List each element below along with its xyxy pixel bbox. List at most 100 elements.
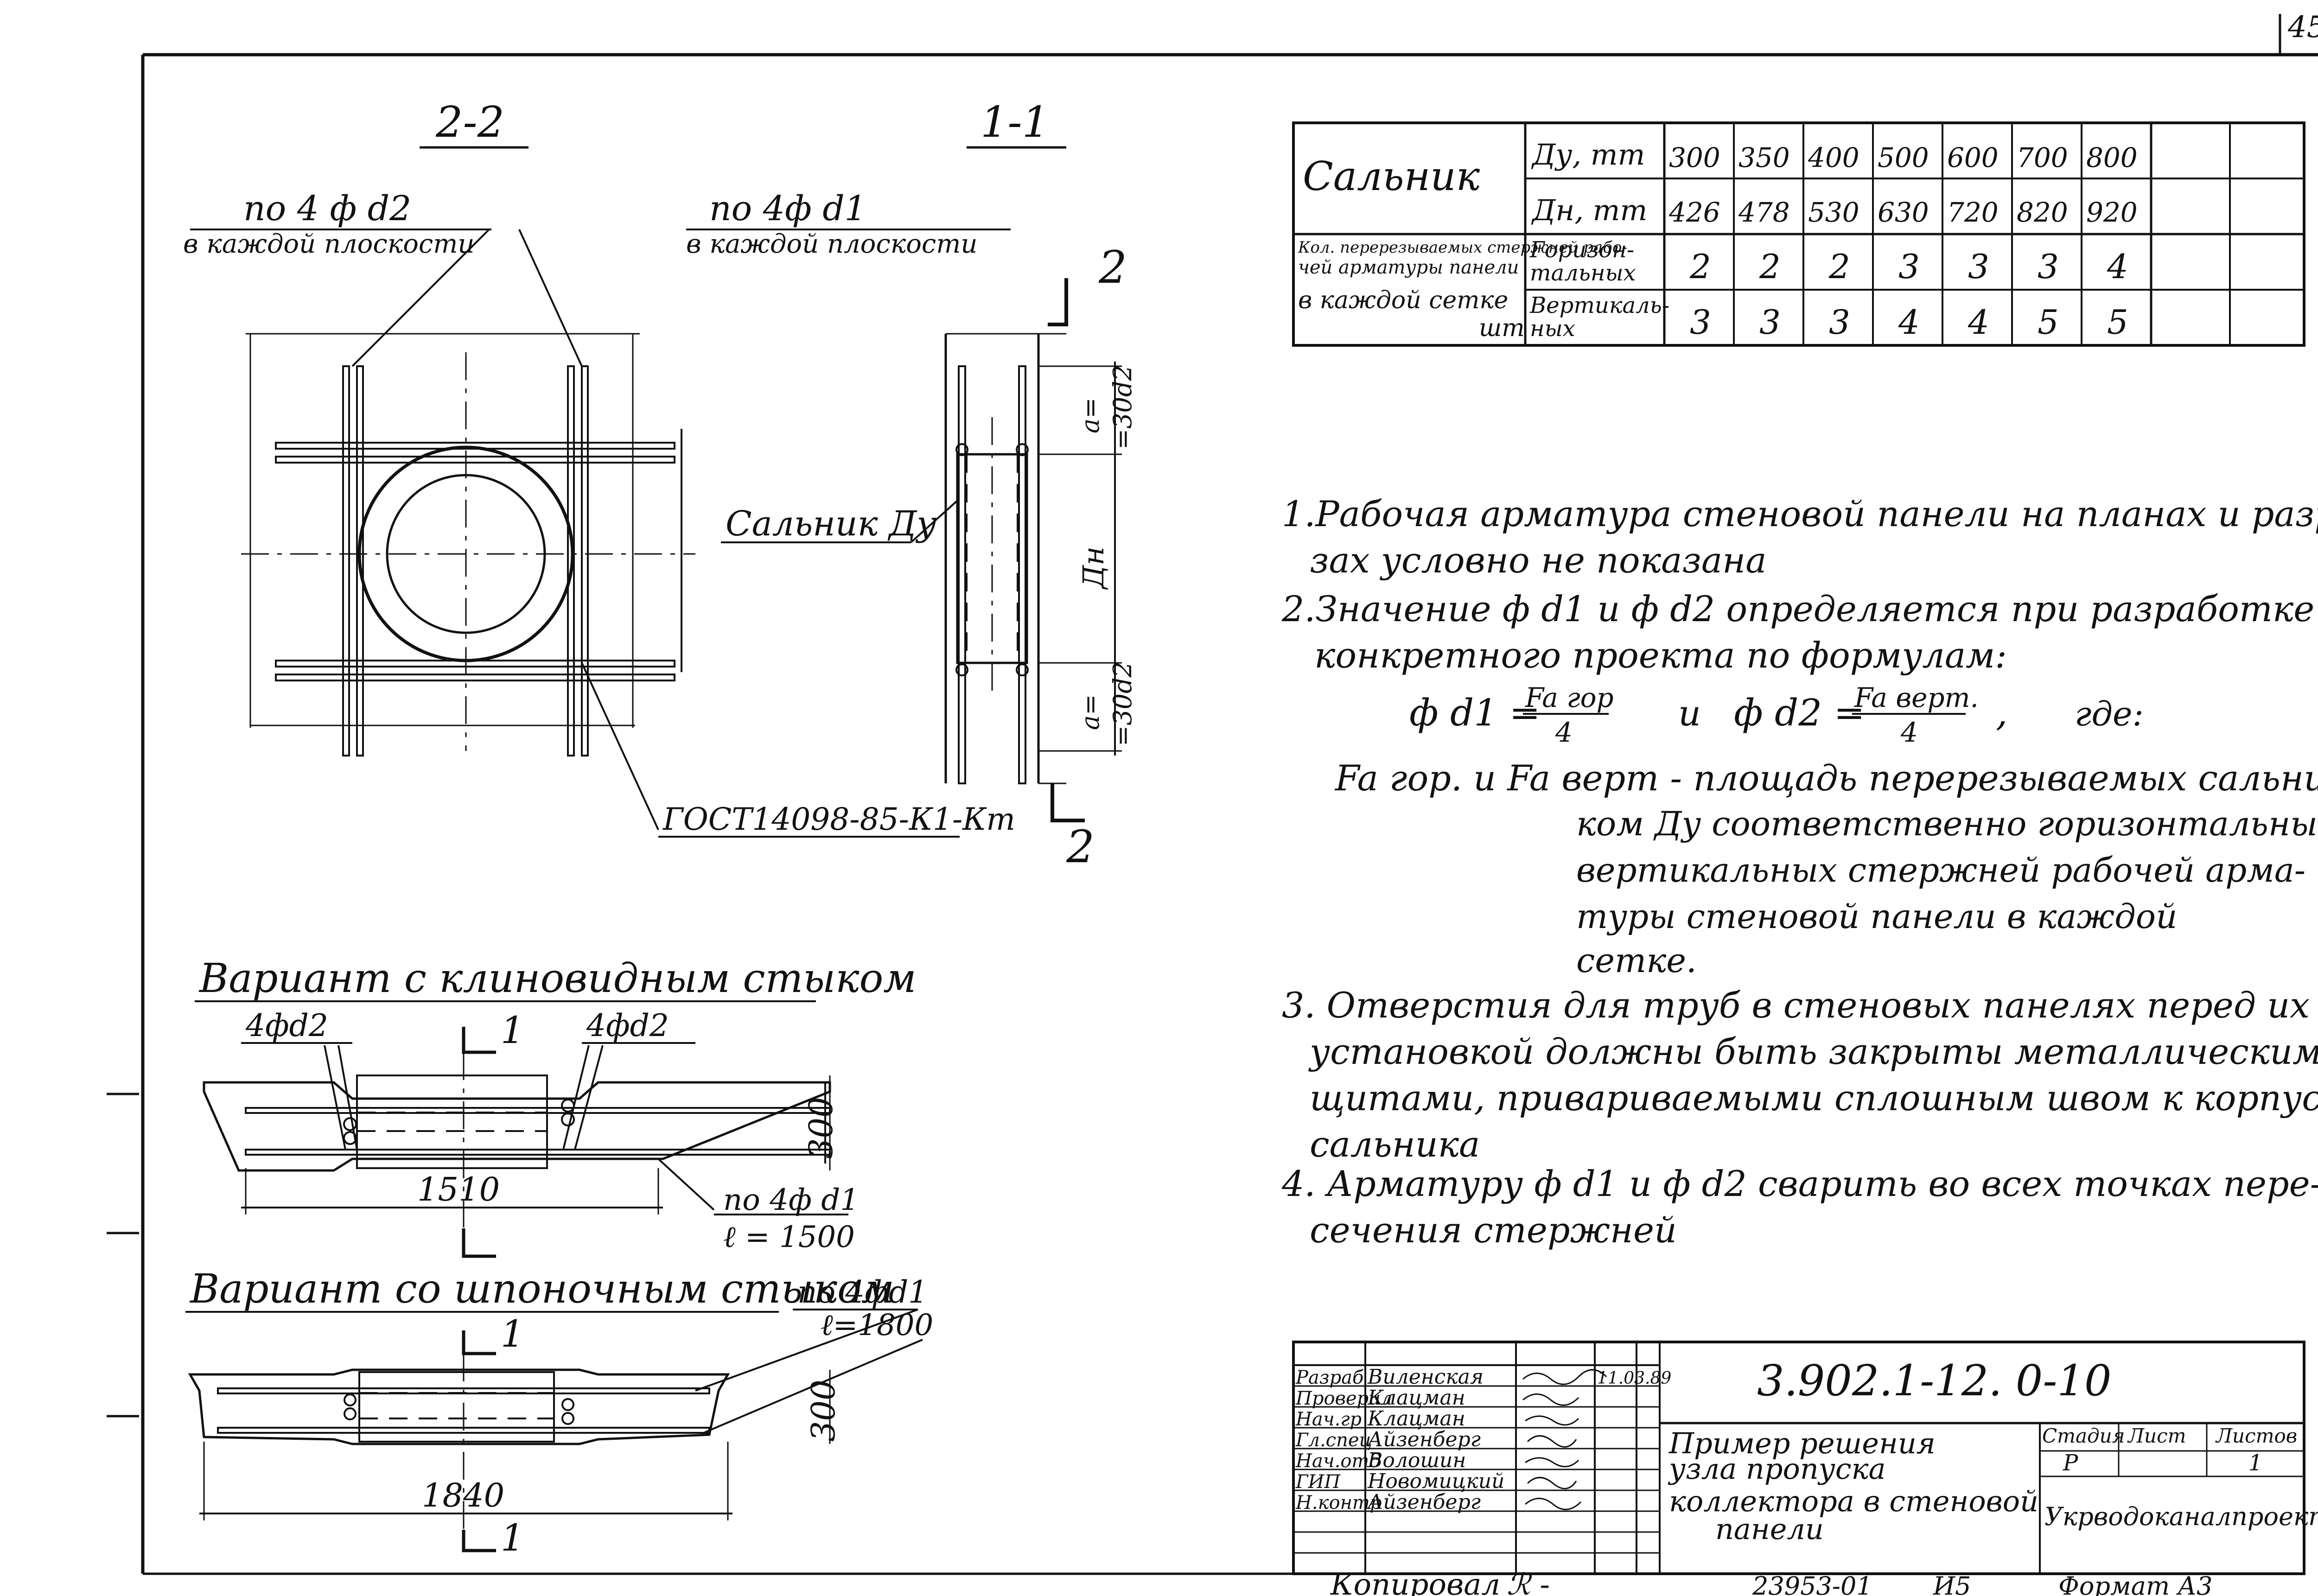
table-cell: 720 xyxy=(1947,197,1999,228)
table-cell: 3 xyxy=(1690,303,1711,342)
footer-copied: Копировал xyxy=(1330,1568,1500,1596)
table-cell: 920 xyxy=(2086,197,2138,228)
note-2-line-2: конкретного проекта по формулам: xyxy=(1314,635,2007,676)
formula-d2-denominator: 4 xyxy=(1900,717,1918,748)
variant-wedge-bars-label: по 4ф d1 xyxy=(723,1183,859,1217)
formula-where: где: xyxy=(2075,694,2144,733)
tb-role: Нач.отд xyxy=(1295,1450,1381,1472)
section-1-1-title: 1-1 xyxy=(981,97,1049,147)
formula-d1-numerator: Fa гор xyxy=(1525,682,1614,713)
cut-mark-top: 2 xyxy=(1098,242,1127,293)
note-3-line-4: сальника xyxy=(1310,1124,1480,1165)
table-count-label-2: чей арматуры панели xyxy=(1298,257,1519,278)
dim-a-bottom: a= xyxy=(1076,694,1105,730)
section-1-1: 1-1 по 4ф d1 в каждой плоскости 2 2 a= =… xyxy=(658,97,1137,873)
section-2-2-title: 2-2 xyxy=(435,97,504,147)
table-cell: 5 xyxy=(2038,303,2059,342)
table-horizontal-row: 2 2 2 3 3 3 4 xyxy=(1689,247,2128,286)
gland-table: Сальник Ду, mm Дн, mm Кол. перерезываемы… xyxy=(1292,121,2305,347)
formula-d1-denominator: 4 xyxy=(1555,717,1573,748)
table-cell: 4 xyxy=(1968,303,1989,342)
formula-comma: , xyxy=(1996,691,2007,734)
tb-stage: Р xyxy=(2063,1450,2078,1476)
cut-mark-bottom: 2 xyxy=(1066,821,1095,873)
note-2-definition-1: Fa гор. и Fa верт - площадь перерезываем… xyxy=(1335,757,2318,799)
note-3-line-1: 3. Отверстия для труб в стеновых панелях… xyxy=(1282,985,2310,1026)
variant-wedge-length: ℓ = 1500 xyxy=(723,1220,855,1254)
table-cell: 3 xyxy=(1759,303,1781,342)
formula-and: и xyxy=(1678,693,1701,734)
tb-name: Айзенберг xyxy=(1366,1490,1481,1514)
table-cell: 400 xyxy=(1808,142,1859,173)
formula: ф d1 = Fa гор 4 и ф d2 = Fa верт. 4 , гд… xyxy=(1409,682,2144,748)
variant-key-cut-top: 1 xyxy=(501,1312,524,1355)
tb-role: Н.контр xyxy=(1295,1492,1382,1513)
table-count-label-3: в каждой сетке xyxy=(1298,286,1508,314)
tb-role: ГИП xyxy=(1295,1471,1341,1493)
footer-format: Формат А3 xyxy=(2058,1571,2213,1596)
table-du-label: Ду, mm xyxy=(1531,138,1645,172)
dim-30d2-bottom: =30d2 xyxy=(1108,661,1137,746)
tb-description-1: Пример решения xyxy=(1668,1426,1936,1460)
variant-key-width: 1840 xyxy=(422,1476,504,1514)
tb-role: Нач.гр xyxy=(1295,1409,1362,1430)
sheet-number: 45 xyxy=(2287,10,2318,45)
note-2-definition-5: сетке. xyxy=(1576,941,1697,980)
drawing-frame xyxy=(107,14,2318,1575)
table-horizontal-label-2: тальных xyxy=(1530,260,1636,286)
variant-wedge-cut: 1 xyxy=(501,1009,524,1052)
note-4-line-2: сечения стержней xyxy=(1310,1209,1677,1251)
table-vertical-label-2: ных xyxy=(1530,316,1575,342)
tb-description-2: узла пропуска xyxy=(1668,1452,1885,1486)
table-count-label-4: шт xyxy=(1479,314,1525,342)
table-cell: 2 xyxy=(1759,247,1781,286)
gost-label: ГОСТ14098-85-К1-Кт xyxy=(662,801,1015,837)
table-cell: 820 xyxy=(2017,197,2068,228)
table-cell: 600 xyxy=(1947,142,1999,173)
table-cell: 500 xyxy=(1878,142,1929,173)
tb-role: Гл.спец xyxy=(1295,1430,1372,1451)
tb-sheet-label: Лист xyxy=(2127,1424,2186,1447)
dim-30d2-top: =30d2 xyxy=(1108,365,1137,450)
footer-inventory: 23953-01 xyxy=(1752,1571,1872,1596)
tb-description-3: коллектора в стеновой xyxy=(1669,1484,2038,1518)
note-3-line-3: щитами, привариваемыми сплошным швом к к… xyxy=(1310,1077,2318,1119)
table-cell: 630 xyxy=(1878,197,1929,228)
table-cell: 5 xyxy=(2107,303,2128,342)
table-vertical-label-1: Вертикаль- xyxy=(1529,292,1669,318)
table-horizontal-label-1: Горизон- xyxy=(1529,237,1634,263)
note-2-line-1: 2.Значение ф d1 и ф d2 определяется при … xyxy=(1282,588,2315,629)
tb-sheets-label: Листов xyxy=(2215,1424,2297,1447)
footer-signature: ℛ - xyxy=(1507,1568,1550,1596)
note-2-definition-3: вертикальных стержней рабочей арма- xyxy=(1576,851,2306,890)
table-vertical-row: 3 3 3 4 4 5 5 xyxy=(1690,303,2128,342)
tb-organization: Укрводоканалпроект xyxy=(2044,1502,2318,1531)
tb-role: Разраб xyxy=(1295,1367,1364,1388)
gland-label: Сальник Ду xyxy=(726,504,936,544)
variant-key-title: Вариант со шпоночным стыком xyxy=(189,1266,894,1312)
dim-a-top: a= xyxy=(1076,398,1105,433)
variant-wedge-joint: Вариант с клиновидным стыком 4фd2 4фd2 1… xyxy=(195,955,917,1258)
note-1-line-1: 1.Рабочая арматура стеновой панели на пл… xyxy=(1282,493,2318,534)
table-cell: 426 xyxy=(1668,197,1720,228)
tb-role: Проверил xyxy=(1295,1388,1392,1409)
table-dn-row: 426 478 530 630 720 820 920 xyxy=(1668,197,2138,228)
variant-wedge-right-bars: 4фd2 xyxy=(586,1008,669,1043)
table-cell: 4 xyxy=(2107,247,2128,286)
title-block: Разраб Проверил Нач.гр Гл.спец Нач.отд Г… xyxy=(1292,1341,2318,1575)
formula-d2: ф d2 = xyxy=(1734,691,1865,734)
callout-each-plane-left: в каждой плоскости xyxy=(183,229,474,259)
tb-name: Клацман xyxy=(1367,1407,1465,1431)
table-dn-label: Дн, mm xyxy=(1531,193,1647,227)
note-4-line-1: 4. Арматуру ф d1 и ф d2 сварить во всех … xyxy=(1282,1163,2318,1204)
formula-d2-numerator: Fa верт. xyxy=(1854,682,1979,713)
tb-name: Волошин xyxy=(1367,1449,1466,1472)
table-du-row: 300 350 400 500 600 700 800 xyxy=(1669,142,2138,173)
callout-d2: по 4 ф d2 xyxy=(243,189,411,229)
table-cell: 2 xyxy=(1828,247,1850,286)
dim-dn: Дн xyxy=(1076,547,1110,590)
tb-name: Виленская xyxy=(1367,1365,1484,1389)
table-cell: 700 xyxy=(2017,142,2068,173)
table-cell: 350 xyxy=(1738,142,1790,173)
